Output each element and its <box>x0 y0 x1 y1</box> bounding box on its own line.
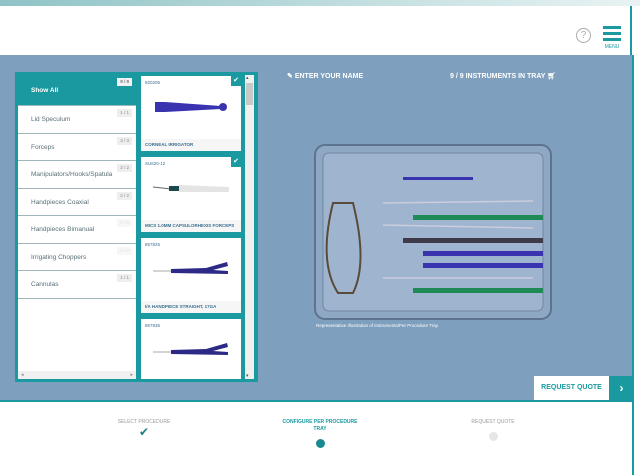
configurator-area: Show All 9 / 9 Lid Speculum 1 / 1 Forceps 3… <box>0 55 634 400</box>
step-label: SELECT PROCEDURE <box>117 419 171 425</box>
instrument-code: 820205 <box>145 80 161 85</box>
checkmark-icon[interactable]: ✔ <box>231 76 241 86</box>
category-label: Lid Speculum <box>31 116 71 123</box>
instrument-cards: 820205 ✔ CORNEAL IRRIGATOR SU620-12 ✔ MI… <box>140 75 242 379</box>
category-irrigating-choppers[interactable]: Irrigating Choppers 0 / 0 <box>18 244 136 271</box>
category-show-all[interactable]: Show All 9 / 9 <box>18 75 136 106</box>
category-label: Forceps <box>31 143 55 151</box>
hamburger-icon <box>603 26 621 29</box>
pencil-icon: ✎ <box>287 73 295 80</box>
cart-icon: 🛒︎ <box>545 73 557 80</box>
enter-name-button[interactable]: ✎ ENTER YOUR NAME <box>287 72 363 80</box>
scroll-down-icon[interactable]: ▾ <box>246 373 249 379</box>
step-label: REQUEST QUOTE <box>471 419 515 425</box>
checkmark-icon[interactable]: ✔ <box>231 157 241 167</box>
category-count: 1 / 1 <box>117 109 132 117</box>
current-step-dot-icon <box>315 439 325 448</box>
category-count: 0 / 0 <box>117 219 132 227</box>
instrument-card[interactable]: SU620-12 ✔ MICS 1.0MM CAPSULORHEXIS FORC… <box>140 156 242 233</box>
category-lid-speculum[interactable]: Lid Speculum 1 / 1 <box>18 106 136 134</box>
instrument-code: SU620-12 <box>145 161 166 166</box>
category-label: Irrigating Choppers <box>31 253 87 261</box>
step-select-procedure[interactable]: SELECT PROCEDURE ✔ <box>104 419 184 439</box>
category-handpieces-coaxial[interactable]: Handpieces Coaxial 2 / 2 <box>18 189 136 216</box>
request-quote-label: REQUEST QUOTE <box>541 384 602 391</box>
category-count: 2 / 2 <box>117 191 132 200</box>
tray-caption: Representative Illustration of Instrumen… <box>316 323 439 328</box>
request-quote-button[interactable]: REQUEST QUOTE › <box>534 376 634 400</box>
category-cannulas[interactable]: Cannulas 1 / 1 <box>18 271 136 299</box>
instrument-name: MICS 1.0MM CAPSULORHEXIS FORCEPS <box>141 220 241 232</box>
checkmark-icon: ✔ <box>138 425 150 439</box>
step-label: CONFIGURE PER PROCEDURE TRAY <box>282 419 358 432</box>
horizontal-scrollbar[interactable]: ◂▸ <box>18 371 136 379</box>
step-request-quote[interactable]: REQUEST QUOTE <box>453 419 533 441</box>
category-list: Show All 9 / 9 Lid Speculum 1 / 1 Forceps 3… <box>18 75 136 379</box>
category-label: Handpieces Bimanual <box>31 226 95 233</box>
tray-status: 9 / 9 INSTRUMENTS IN TRAY 🛒︎ <box>450 72 556 80</box>
chevron-right-icon: › <box>609 376 634 400</box>
category-count: 2 / 2 <box>117 164 132 172</box>
instrument-card[interactable]: 857835 <box>140 318 242 379</box>
handpiece-image <box>153 262 228 274</box>
category-label: Handpieces Coaxial <box>31 198 89 206</box>
help-icon[interactable]: ? <box>576 28 591 43</box>
vertical-scrollbar[interactable]: ▴ ▾ <box>245 75 254 379</box>
category-count: 1 / 1 <box>117 274 132 282</box>
instrument-name: I/A HANDPIECE STRAIGHT, 17GA <box>141 301 241 313</box>
instrument-name: CORNEAL IRRIGATOR <box>141 139 241 151</box>
forceps-image <box>152 185 229 192</box>
category-manipulators[interactable]: Manipulators/Hooks/Spatula 2 / 2 <box>18 161 136 189</box>
category-count: 0 / 0 <box>117 246 132 255</box>
scroll-left-icon[interactable]: ◂ <box>21 372 24 378</box>
category-label: Show All <box>31 87 59 94</box>
category-forceps[interactable]: Forceps 3 / 3 <box>18 134 136 161</box>
instrument-card[interactable]: 857825 I/A HANDPIECE STRAIGHT, 17GA <box>140 237 242 314</box>
hamburger-line <box>603 38 621 41</box>
category-label: Cannulas <box>31 281 59 288</box>
instrument-code: 857825 <box>145 242 161 247</box>
header: ? MENU <box>0 6 632 55</box>
menu-label: MENU <box>604 44 620 50</box>
category-label: Manipulators/Hooks/Spatula <box>31 171 113 178</box>
scroll-right-icon[interactable]: ▸ <box>130 372 133 378</box>
category-count: 9 / 9 <box>117 78 132 86</box>
corneal-irrigator-image <box>155 102 227 112</box>
step-configure-tray[interactable]: CONFIGURE PER PROCEDURE TRAY <box>280 419 360 448</box>
pending-step-dot-icon <box>488 432 498 441</box>
category-handpieces-bimanual[interactable]: Handpieces Bimanual 0 / 0 <box>18 216 136 244</box>
enter-name-label: ENTER YOUR NAME <box>294 73 364 80</box>
scrollbar-thumb[interactable] <box>246 83 253 105</box>
progress-stepper: SELECT PROCEDURE ✔ CONFIGURE PER PROCEDU… <box>0 400 634 475</box>
category-count: 3 / 3 <box>117 136 132 145</box>
scroll-up-icon[interactable]: ▴ <box>246 75 249 81</box>
hamburger-line <box>603 32 621 35</box>
menu-button[interactable]: MENU <box>603 26 621 50</box>
tray-status-text: 9 / 9 INSTRUMENTS IN TRAY <box>450 73 546 80</box>
procedure-tray-image <box>314 144 552 320</box>
handpiece-image <box>153 343 228 355</box>
top-accent-bar <box>0 0 640 6</box>
instrument-card[interactable]: 820205 ✔ CORNEAL IRRIGATOR <box>140 75 242 152</box>
instrument-code: 857835 <box>145 323 161 328</box>
instrument-panel: Show All 9 / 9 Lid Speculum 1 / 1 Forceps 3… <box>15 72 258 382</box>
